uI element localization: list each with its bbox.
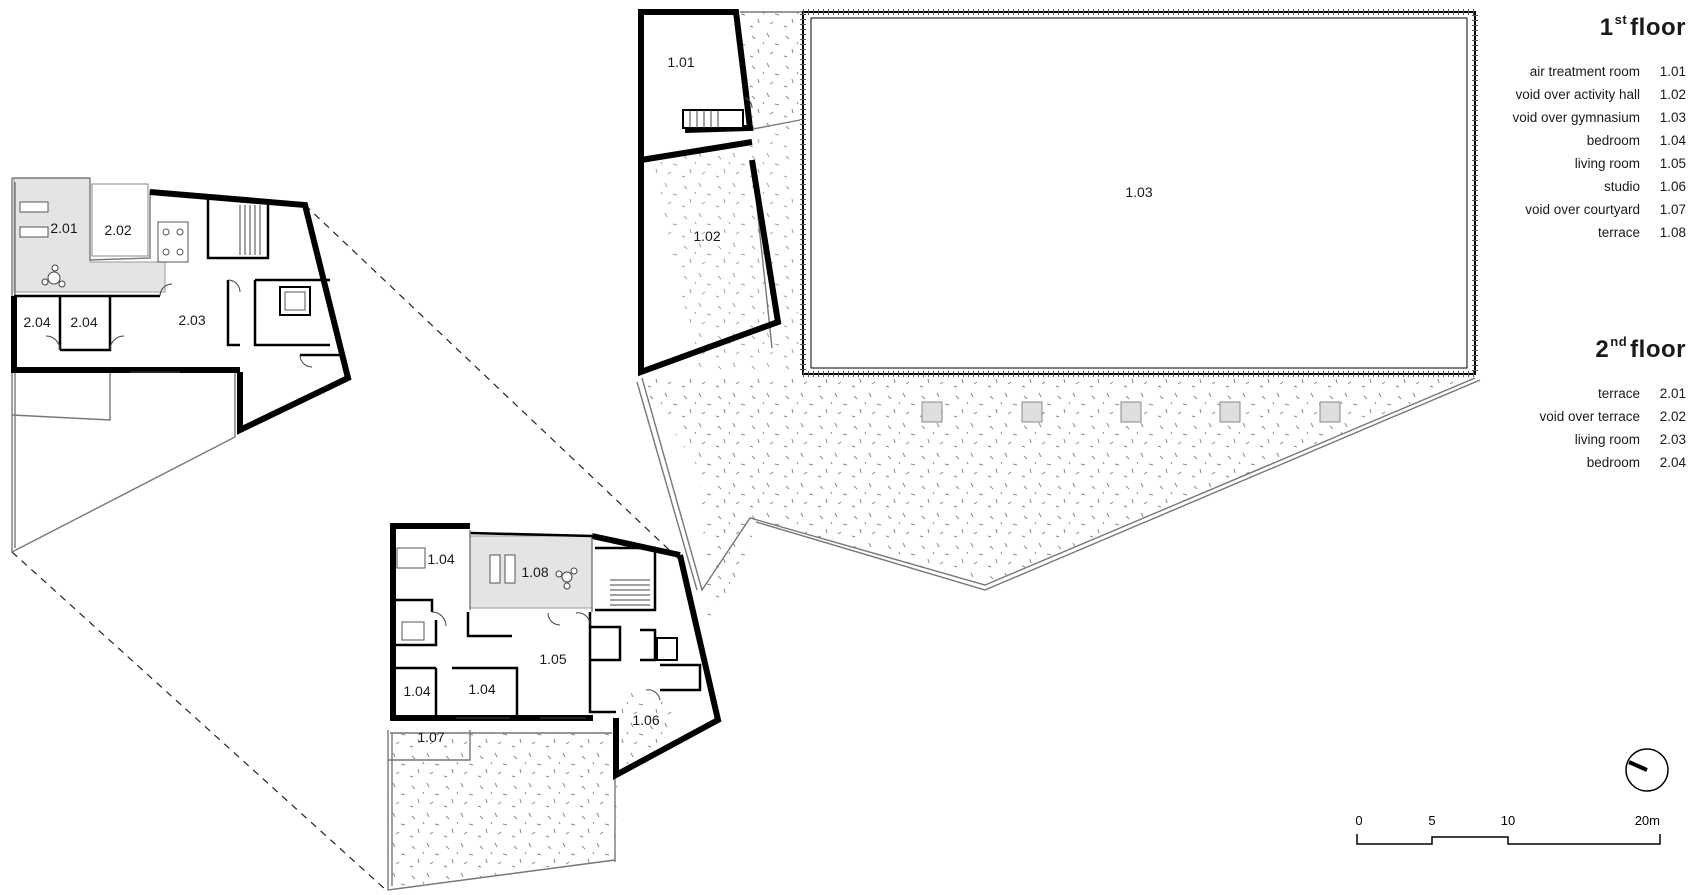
north-arrow-icon xyxy=(1625,748,1669,792)
first-floor-site xyxy=(636,9,1481,620)
scale-label-20: 20m xyxy=(1635,813,1660,828)
room-label-1-08: 1.08 xyxy=(521,564,548,580)
scale-bar: 0 5 10 20m xyxy=(1355,813,1661,845)
room-label-1-04: 1.04 xyxy=(468,681,495,697)
room-label-1-01: 1.01 xyxy=(667,54,694,70)
first-floor-apartment xyxy=(387,523,722,891)
column xyxy=(1120,401,1142,423)
room-labels: 1.01 1.02 1.03 1.04 1.08 1.05 1.04 1.04 … xyxy=(23,54,1152,745)
room-label-1-02: 1.02 xyxy=(693,228,720,244)
room-label-2-01: 2.01 xyxy=(50,220,77,236)
second-floor-apartment xyxy=(11,177,352,554)
room-label-1-04: 1.04 xyxy=(427,551,454,567)
room-label-1-04: 1.04 xyxy=(403,683,430,699)
room-label-1-06: 1.06 xyxy=(632,712,659,728)
room-label-1-05: 1.05 xyxy=(539,651,566,667)
column xyxy=(921,401,943,423)
room-label-2-02: 2.02 xyxy=(104,222,131,238)
room-label-1-03: 1.03 xyxy=(1125,184,1152,200)
column xyxy=(1021,401,1043,423)
room-label-2-04: 2.04 xyxy=(23,314,50,330)
room-label-2-04: 2.04 xyxy=(70,314,97,330)
scale-label-5: 5 xyxy=(1428,813,1435,828)
column xyxy=(1319,401,1341,423)
scale-label-10: 10 xyxy=(1501,813,1515,828)
scale-label-0: 0 xyxy=(1355,813,1362,828)
projection-lines xyxy=(11,204,686,891)
room-label-1-07: 1.07 xyxy=(417,729,444,745)
column xyxy=(1219,401,1241,423)
room-label-2-03: 2.03 xyxy=(178,312,205,328)
